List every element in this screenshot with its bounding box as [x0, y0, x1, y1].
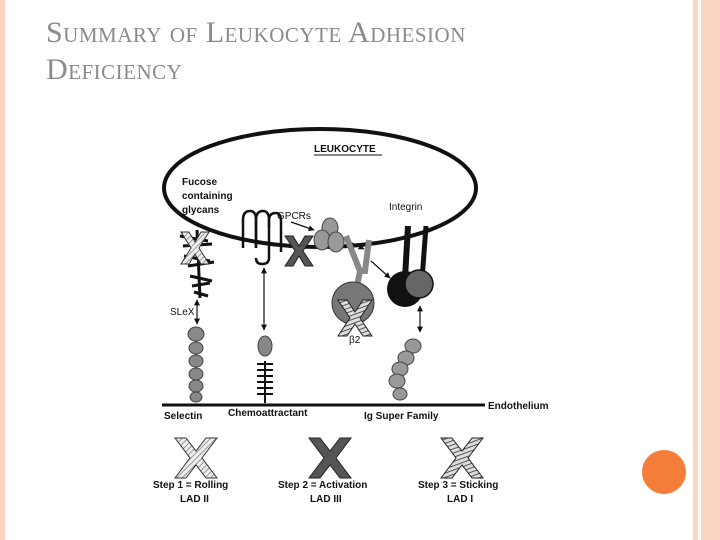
integrin-label: Integrin	[389, 202, 422, 213]
g-protein-cluster	[313, 217, 345, 253]
beta2-label: β2	[349, 335, 361, 346]
integrin-active	[387, 225, 434, 307]
selectin-bead-chain	[187, 326, 205, 403]
leukocyte-adhesion-diagram: LEUKOCYTE Fucose containing glycans SLeX…	[153, 127, 549, 505]
slide-title-line2: Deficiency	[46, 53, 183, 86]
slide-title-line1: Summary of Leukocyte Adhesion	[46, 16, 466, 49]
slide-title: Summary of Leukocyte Adhesion Deficiency	[46, 14, 666, 88]
gpcrs-label: GPCRs	[277, 211, 311, 222]
lad1-x-marker-integrin	[337, 299, 373, 337]
ig-superfamily-chain	[388, 338, 422, 401]
leukocyte-label: LEUKOCYTE	[314, 144, 376, 155]
fucose-label-line1: Fucose	[182, 177, 217, 188]
integrin-activation-arrow	[370, 260, 391, 279]
legend-step3-disease: LAD I	[447, 494, 473, 505]
left-border	[0, 0, 5, 540]
fucose-label-line2: containing	[182, 191, 233, 202]
chemoattractant-molecule	[257, 335, 273, 357]
legend-step2-disease: LAD III	[310, 494, 342, 505]
endothelium-label: Endothelium	[488, 401, 549, 412]
fucose-label-line3: glycans	[182, 205, 220, 216]
legend-x-activation	[308, 437, 352, 479]
chemoattractant-ladder	[257, 361, 273, 403]
legend-x-sticking	[440, 437, 484, 479]
gpcr-to-gprotein-arrow	[290, 221, 315, 232]
gpcr-receptor	[241, 209, 283, 266]
legend-step3-label: Step 3 = Sticking	[418, 480, 498, 491]
right-decorative-stripe	[693, 0, 720, 540]
legend-step1-label: Step 1 = Rolling	[153, 480, 228, 491]
selectin-label: Selectin	[164, 411, 202, 422]
ig-superfamily-label: Ig Super Family	[364, 411, 439, 422]
slex-label: SLeX	[170, 307, 195, 318]
legend-step1-disease: LAD II	[180, 494, 209, 505]
right-stripe-divider	[698, 0, 701, 540]
legend-step2-label: Step 2 = Activation	[278, 480, 367, 491]
lad3-x-marker-gpcr	[284, 235, 314, 267]
chemoattractant-label: Chemoattractant	[228, 408, 308, 419]
lad2-x-marker-glycan	[180, 231, 210, 265]
orange-circle-icon	[642, 450, 686, 494]
legend-x-rolling	[174, 437, 218, 479]
